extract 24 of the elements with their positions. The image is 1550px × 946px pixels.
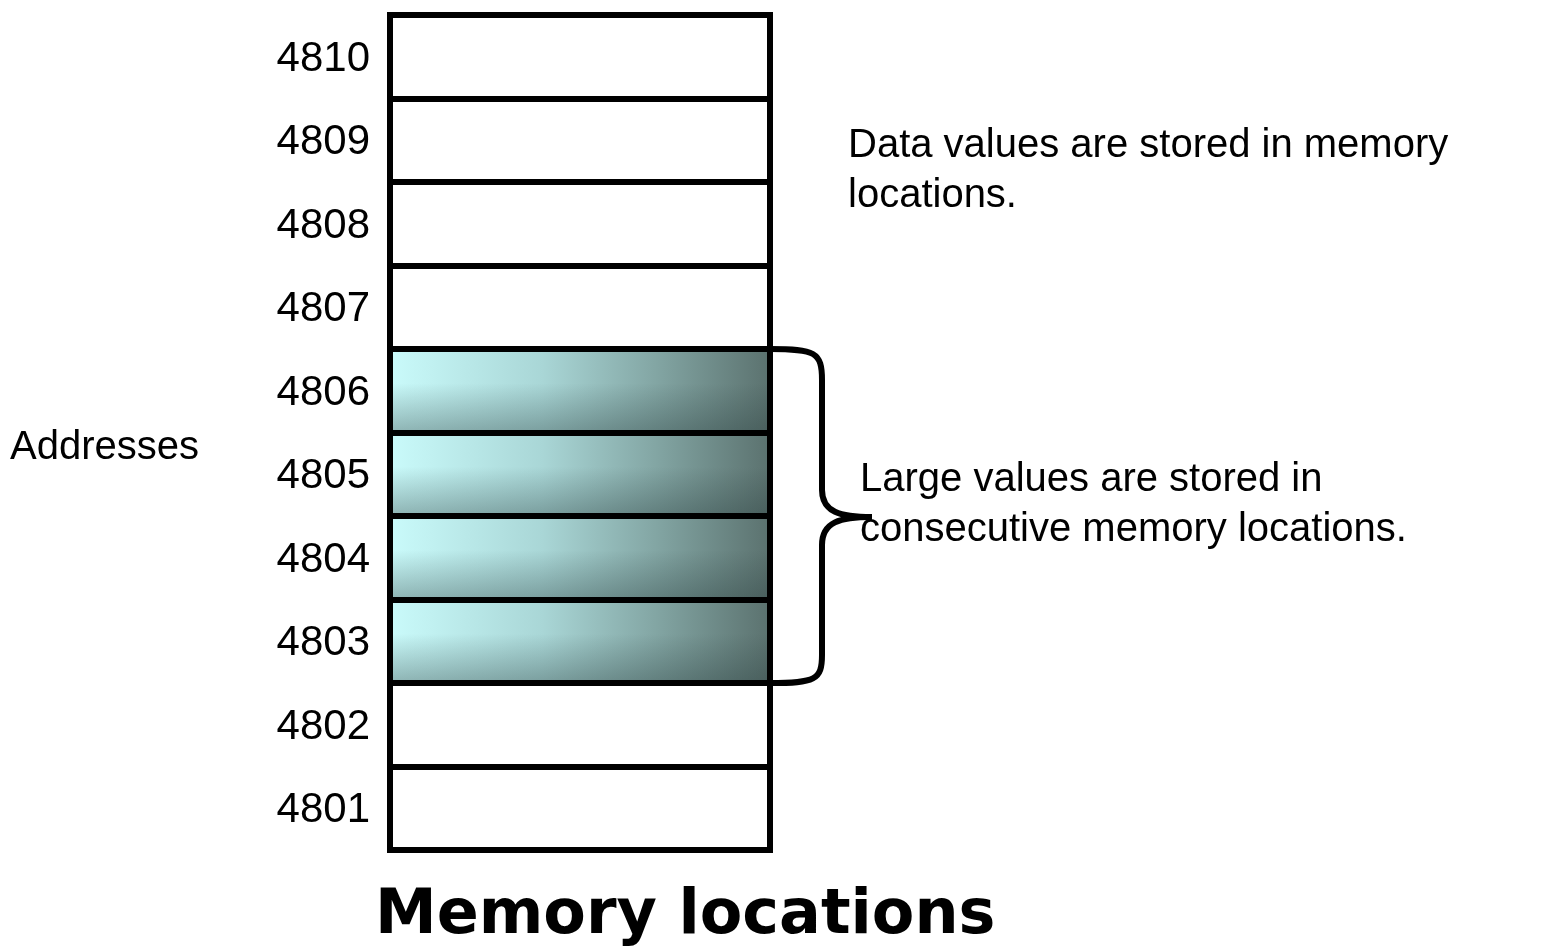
filled-memory-cell [387,603,773,686]
address-number: 4805 [275,449,370,500]
address-number: 4808 [275,198,370,249]
note-text: Large values are stored in consecutive memory locations. [860,454,1408,551]
address-number: 4806 [275,365,370,416]
address-number: 4802 [275,699,370,750]
address-number: 4803 [275,616,370,667]
address-number: 4807 [275,282,370,333]
memory-cell [387,770,773,853]
memory-cell [387,185,773,269]
filled-memory-cell [387,519,773,603]
memory-cell [387,269,773,352]
address-number: 4801 [275,783,370,834]
axis-label: Addresses [10,422,200,469]
caption: Memory locations [375,878,996,946]
memory-cell [387,102,773,185]
address-number: 4809 [275,115,370,166]
memory-cell [387,686,773,770]
address-number: 4810 [275,31,370,82]
filled-memory-cell [387,352,773,436]
note-text: Data values are stored in memory locations. [848,120,1450,217]
filled-memory-cell [387,436,773,519]
address-number: 4804 [275,532,370,583]
memory-cell [387,12,773,102]
